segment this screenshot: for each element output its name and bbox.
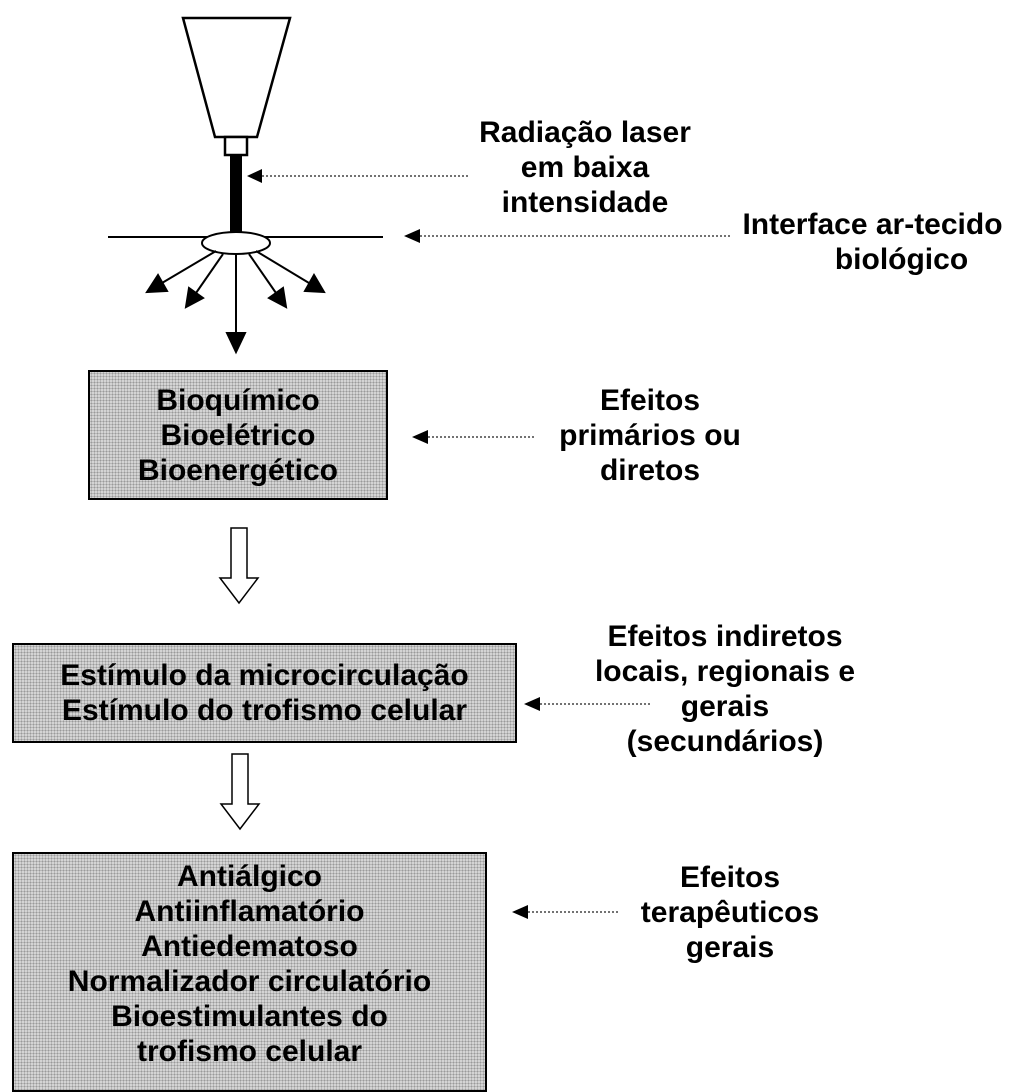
label-laser-radiation: Radiação laser em baixa intensidade bbox=[479, 116, 691, 219]
box-therapeutic-effects: Antiálgico Antiinflamatório Antiedematos… bbox=[12, 852, 487, 1092]
label-indirect-effects: Efeitos indiretos locais, regionais e ge… bbox=[594, 620, 856, 758]
beam-spot bbox=[201, 231, 271, 255]
box-primary-effects: Bioquímico Bioelétrico Bioenergético bbox=[88, 370, 388, 500]
flow-arrow-down-2 bbox=[219, 753, 261, 831]
label-therapeutic-effects: Efeitos terapêuticos gerais bbox=[640, 861, 820, 964]
flow-arrow-down-1 bbox=[218, 527, 260, 605]
laser-probe-icon bbox=[181, 16, 292, 238]
label-primary-effects: Efeitos primários ou diretos bbox=[559, 384, 741, 487]
box-secondary-effects: Estímulo da microcirculação Estímulo do … bbox=[12, 643, 517, 743]
label-air-tissue-interface: Interface ar-tecido biológico bbox=[742, 208, 1003, 276]
pointer-arrows bbox=[247, 169, 732, 919]
beam-scatter-icon bbox=[145, 250, 326, 355]
